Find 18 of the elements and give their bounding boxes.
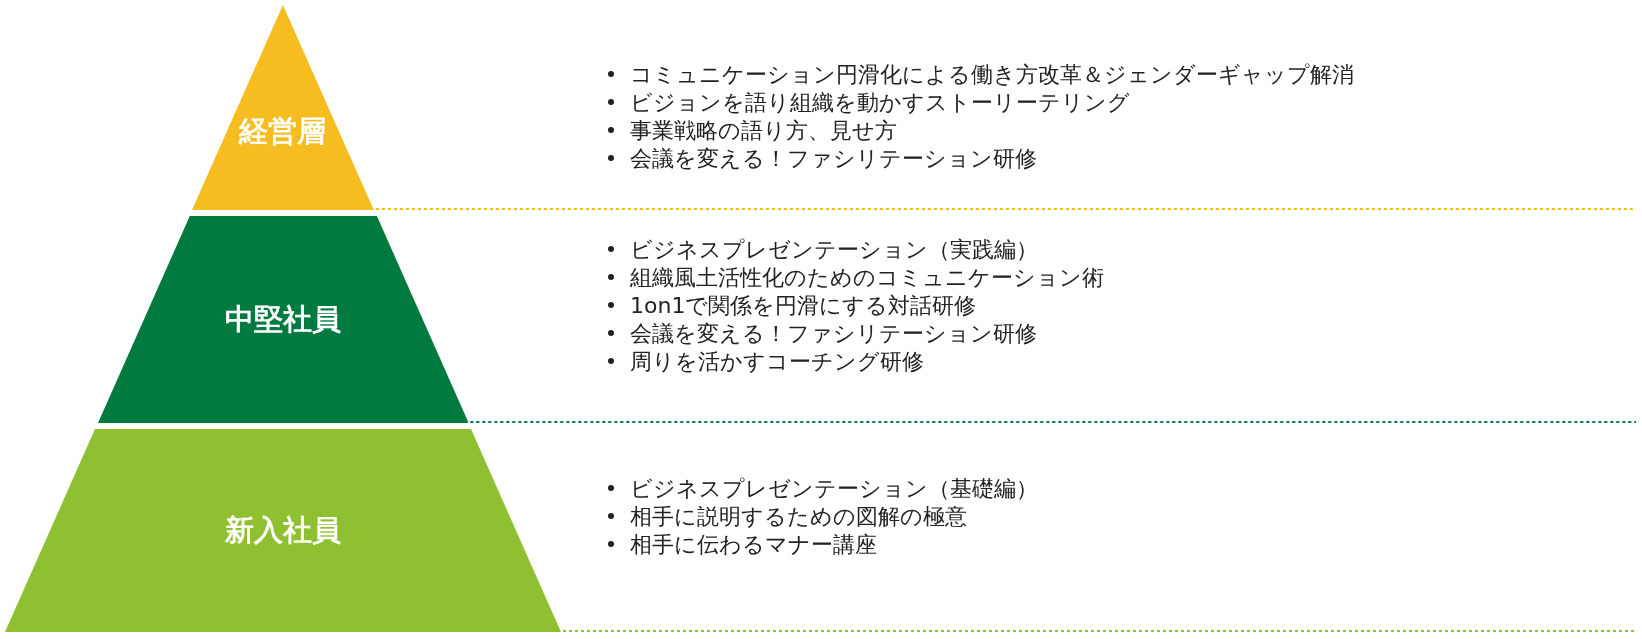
course-item: 相手に伝わるマナー講座 xyxy=(630,531,877,559)
course-item: 会議を変える！ファシリテーション研修 xyxy=(630,145,1037,173)
course-item: ビジネスプレゼンテーション（実践編） xyxy=(630,236,1038,264)
course-item: 相手に説明するための図解の極意 xyxy=(630,503,967,531)
pyramid-top-band xyxy=(192,5,374,210)
course-item: コミュニケーション円滑化による働き方改革＆ジェンダーギャップ解消 xyxy=(630,61,1354,89)
pyramid-band xyxy=(97,216,469,423)
course-item: ビジネスプレゼンテーション（基礎編） xyxy=(630,475,1038,503)
tier-label: 経営層 xyxy=(239,113,327,151)
tier-label: 中堅社員 xyxy=(225,300,341,338)
tier-label: 新入社員 xyxy=(225,511,341,549)
course-item: 事業戦略の語り方、見せ方 xyxy=(630,117,897,145)
course-item: 1on1で関係を円滑にする対話研修 xyxy=(630,292,977,320)
course-item: 組織風土活性化のためのコミュニケーション術 xyxy=(630,264,1104,292)
course-item: 会議を変える！ファシリテーション研修 xyxy=(630,320,1037,348)
pyramid-band xyxy=(5,429,561,632)
course-item: 周りを活かすコーチング研修 xyxy=(630,348,924,376)
course-item: ビジョンを語り組織を動かすストーリーテリング xyxy=(630,89,1130,117)
